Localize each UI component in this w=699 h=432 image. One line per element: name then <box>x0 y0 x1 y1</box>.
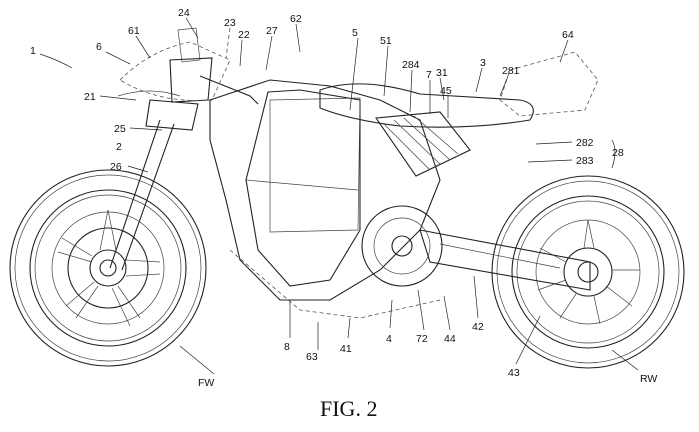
swing-arm <box>419 229 591 291</box>
label-282: 282 <box>576 137 594 149</box>
leader-lines <box>39 17 639 375</box>
label-6: 6 <box>96 41 102 53</box>
label-41: 41 <box>340 343 352 355</box>
main-frame <box>209 79 441 301</box>
label-283: 283 <box>576 155 594 167</box>
label-25: 25 <box>114 123 126 135</box>
label-64: 64 <box>562 29 574 41</box>
label-FW: FW <box>198 377 214 389</box>
figure-caption: FIG. 2 <box>320 396 377 421</box>
label-281: 281 <box>502 65 520 77</box>
label-31: 31 <box>436 67 448 79</box>
rear-tail <box>499 51 599 117</box>
motor <box>361 205 443 287</box>
label-51: 51 <box>380 35 392 47</box>
label-3: 3 <box>480 57 486 69</box>
label-44: 44 <box>444 333 456 345</box>
label-27: 27 <box>266 25 278 37</box>
label-26: 26 <box>110 161 122 173</box>
label-7: 7 <box>426 69 432 81</box>
front-wheel <box>9 169 207 367</box>
label-28: 28 <box>612 147 624 159</box>
rear-shock-absorber <box>375 111 471 177</box>
label-43: 43 <box>508 367 520 379</box>
rear-wheel <box>491 175 685 369</box>
label-72: 72 <box>416 333 428 345</box>
label-61: 61 <box>128 25 140 37</box>
front-fork <box>109 27 213 271</box>
label-1: 1 <box>30 45 36 57</box>
label-62: 62 <box>290 13 302 25</box>
label-4: 4 <box>386 333 392 345</box>
label-45: 45 <box>440 85 452 97</box>
front-fairing <box>119 41 231 101</box>
battery-box <box>269 97 361 233</box>
label-21: 21 <box>84 91 96 103</box>
label-284: 284 <box>402 59 420 71</box>
label-42: 42 <box>472 321 484 333</box>
label-2: 2 <box>116 141 122 153</box>
reference-labels: 1 6 61 24 23 22 27 62 5 51 284 7 31 3 28… <box>30 7 657 389</box>
label-24: 24 <box>178 7 190 19</box>
handlebar <box>199 75 259 105</box>
label-5: 5 <box>352 27 358 39</box>
label-63: 63 <box>306 351 318 363</box>
label-8: 8 <box>284 341 290 353</box>
belly-pan <box>229 249 441 319</box>
seat <box>319 83 534 128</box>
label-RW: RW <box>640 373 657 385</box>
label-22: 22 <box>238 29 250 41</box>
label-23: 23 <box>224 17 236 29</box>
bracket-28 <box>611 139 616 169</box>
